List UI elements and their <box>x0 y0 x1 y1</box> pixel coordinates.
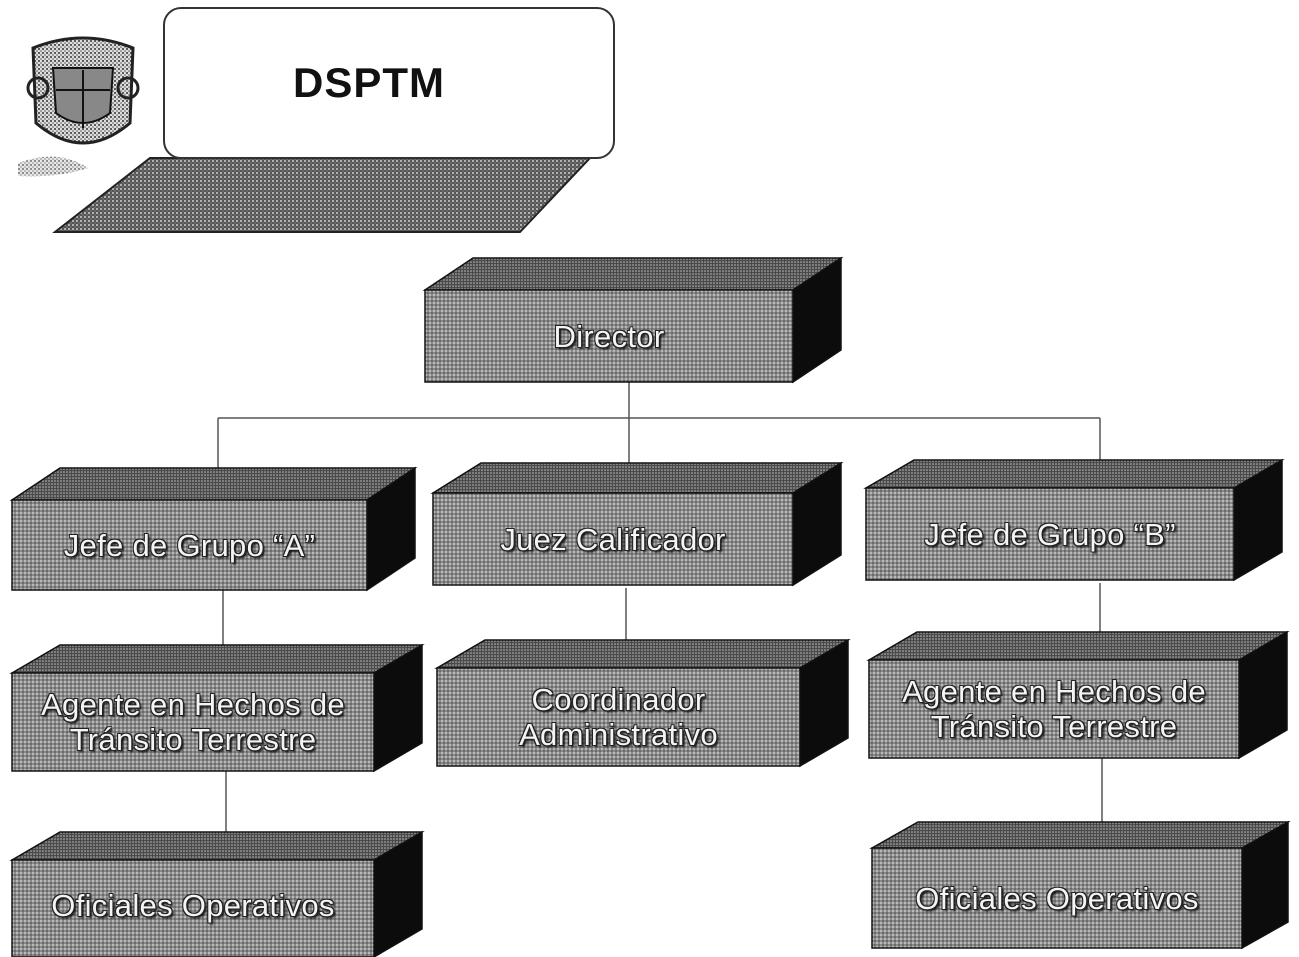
box-juez-calificador: Juez Calificador <box>430 461 844 588</box>
box-shape <box>9 830 425 957</box>
box-oficiales-operativos-b: Oficiales Operativos <box>869 820 1291 952</box>
box-shape <box>869 820 1291 950</box>
page-title: DSPTM <box>293 59 445 106</box>
agente-a-line1: Agente en Hechos de <box>41 687 345 722</box>
agente-b-line2: Tránsito Terrestre <box>930 709 1178 744</box>
box-director: Director <box>422 256 845 384</box>
jefe-grupo-b-label: Jefe de Grupo “B” <box>924 516 1176 552</box>
box-coordinador-administrativo: Coordinador Administrativo <box>434 638 851 770</box>
box-jefe-grupo-b: Jefe de Grupo “B” <box>863 458 1285 585</box>
agente-a-line2: Tránsito Terrestre <box>69 722 317 757</box>
box-label-agente-b: Agente en Hechos de Tránsito Terrestre <box>869 660 1239 758</box>
box-shape <box>422 256 844 384</box>
coat-of-arms-emblem <box>18 36 140 177</box>
box-shape <box>430 461 844 587</box>
agente-b-line1: Agente en Hechos de <box>902 674 1206 709</box>
box-shape <box>9 466 418 592</box>
box-label-jefe-a: Jefe de Grupo “A” <box>12 500 367 590</box>
box-shape <box>863 458 1285 582</box>
box-agente-b: Agente en Hechos de Tránsito Terrestre <box>866 630 1290 762</box>
box-label-coordinador: Coordinador Administrativo <box>437 668 800 766</box>
director-label: Director <box>553 318 665 354</box>
jefe-grupo-a-label: Jefe de Grupo “A” <box>63 527 316 563</box>
box-label-jefe-b: Jefe de Grupo “B” <box>866 488 1234 580</box>
box-label-oficiales-b: Oficiales Operativos <box>872 848 1242 948</box>
box-shape <box>434 638 851 768</box>
header-card: DSPTM <box>163 7 615 159</box>
box-jefe-grupo-a: Jefe de Grupo “A” <box>9 466 418 593</box>
box-shape <box>866 630 1290 760</box>
box-oficiales-operativos-a: Oficiales Operativos <box>9 830 425 957</box>
oficiales-b-label: Oficiales Operativos <box>915 880 1199 916</box>
oficiales-a-label: Oficiales Operativos <box>51 887 335 923</box>
box-agente-a: Agente en Hechos de Tránsito Terrestre <box>9 643 425 775</box>
box-label-juez: Juez Calificador <box>433 493 793 585</box>
box-label-oficiales-a: Oficiales Operativos <box>12 860 374 950</box>
juez-calificador-label: Juez Calificador <box>500 521 726 557</box>
box-shape <box>9 643 425 773</box>
coordinador-line2: Administrativo <box>519 717 718 752</box>
coordinador-line1: Coordinador <box>531 682 706 717</box>
box-label-agente-a: Agente en Hechos de Tránsito Terrestre <box>12 673 374 771</box>
box-label-director: Director <box>425 290 793 382</box>
